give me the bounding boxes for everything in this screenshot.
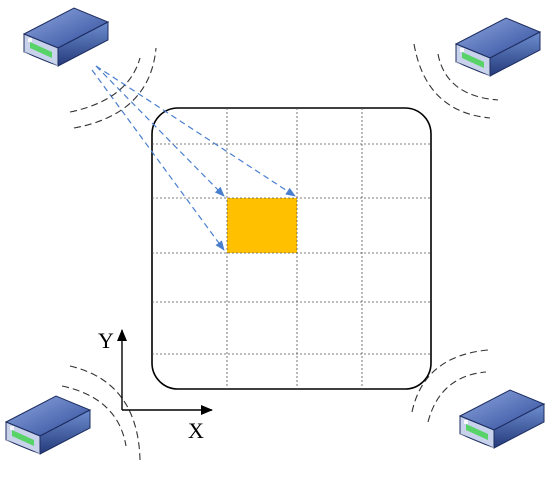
router-icon [5, 395, 91, 455]
router-icon [459, 389, 545, 449]
signal-arrow-3 [91, 69, 225, 251]
y-axis-label: Y [98, 328, 114, 353]
wave-bottom-right-outer [411, 349, 489, 413]
wave-top-right-inner [437, 53, 499, 101]
signal-arrow-1 [95, 65, 225, 197]
router-icon [23, 7, 109, 67]
wave-top-left-outer [73, 47, 157, 129]
router-icon [455, 17, 541, 77]
wave-top-right-outer [413, 43, 491, 119]
signal-arrows [91, 65, 296, 251]
coordinate-axes [117, 329, 213, 415]
x-axis-label: X [188, 418, 204, 443]
wave-top-left-inner [69, 57, 141, 113]
wave-bottom-left-inner [61, 385, 127, 447]
signal-waves [61, 43, 499, 461]
highlighted-grid-cell [227, 198, 297, 253]
grid-lines [152, 108, 431, 389]
